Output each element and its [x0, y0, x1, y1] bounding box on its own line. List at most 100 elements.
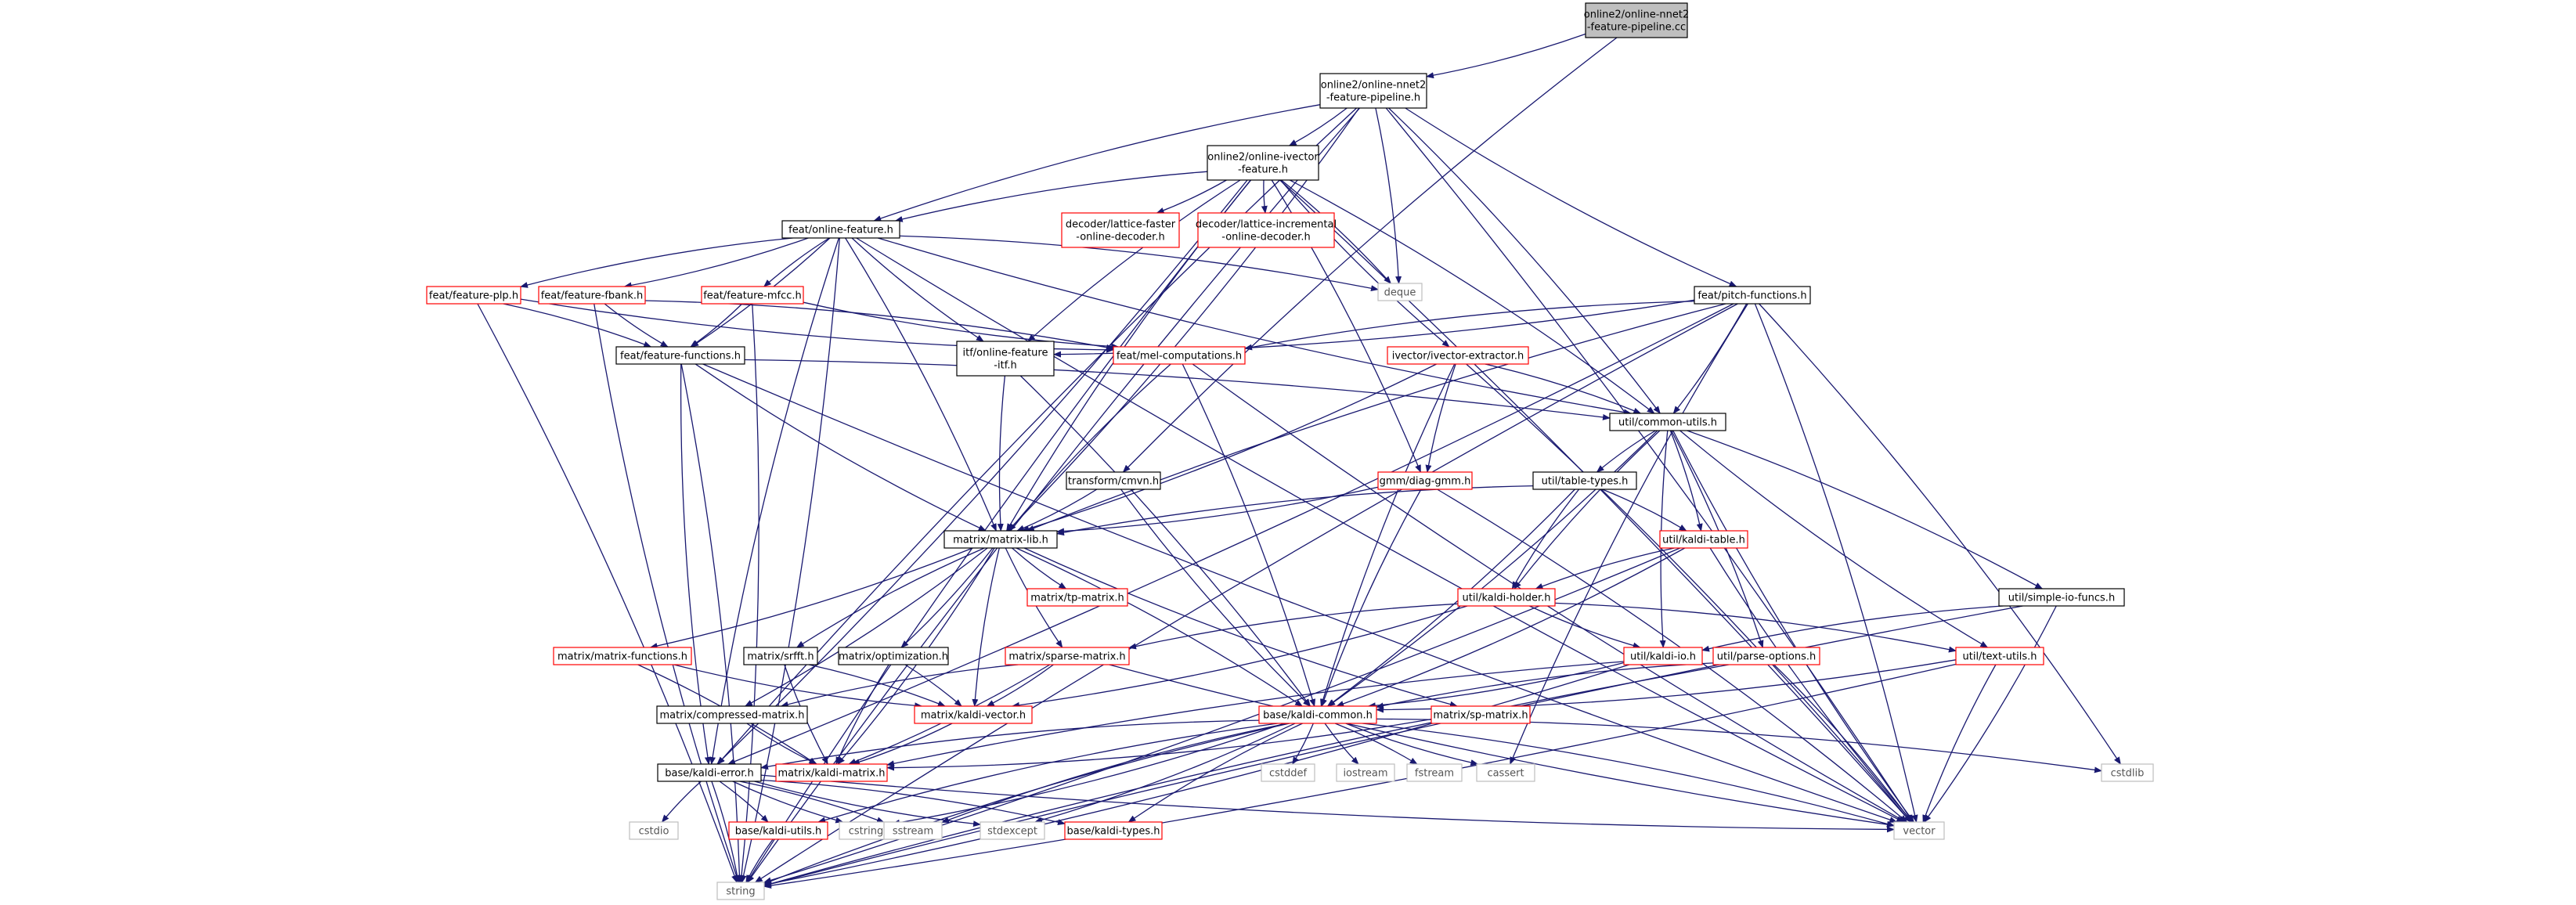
node-label: online2/online-ivector [1207, 152, 1319, 164]
graph-node-sstream[interactable]: sstream [883, 821, 943, 840]
graph-node-parse-options[interactable]: util/parse-options.h [1712, 647, 1820, 665]
include-edge [1122, 37, 1618, 473]
include-edge [1759, 303, 2121, 765]
node-label: feat/online-feature.h [788, 225, 893, 236]
include-edge [746, 723, 818, 765]
node-box [1623, 647, 1703, 665]
graph-node-fstream[interactable]: fstream [1406, 763, 1463, 782]
graph-node-plp[interactable]: feat/feature-plp.h [426, 286, 521, 305]
graph-node-stdexcept[interactable]: stdexcept [980, 821, 1045, 840]
node-label: string [726, 886, 755, 898]
node-label: matrix/srfft.h [747, 651, 814, 663]
include-edge [1466, 363, 1911, 823]
graph-node-diag-gmm[interactable]: gmm/diag-gmm.h [1377, 471, 1473, 490]
graph-node-cstdio[interactable]: cstdio [629, 821, 679, 840]
graph-node-kaldi-types[interactable]: base/kaldi-types.h [1064, 821, 1163, 840]
include-edge [873, 104, 1321, 222]
graph-node-sp-matrix[interactable]: matrix/sp-matrix.h [1431, 705, 1531, 724]
node-box [1377, 471, 1473, 490]
graph-node-kaldi-io[interactable]: util/kaldi-io.h [1623, 647, 1703, 665]
graph-node-kaldi-holder[interactable]: util/kaldi-holder.h [1457, 588, 1556, 607]
node-box [656, 705, 808, 724]
include-edge [1292, 723, 1314, 765]
graph-node-kaldi-matrix[interactable]: matrix/kaldi-matrix.h [775, 763, 888, 782]
node-box [1113, 346, 1246, 365]
node-label: matrix/tp-matrix.h [1030, 593, 1124, 604]
graph-node-cmvn[interactable]: transform/cmvn.h [1066, 471, 1161, 490]
graph-node-optimization[interactable]: matrix/optimization.h [838, 647, 949, 665]
include-edge [702, 363, 1898, 823]
graph-node-mel[interactable]: feat/mel-computations.h [1113, 346, 1246, 365]
graph-node-kaldi-error[interactable]: base/kaldi-error.h [657, 763, 762, 782]
node-box [716, 882, 765, 900]
node-box [914, 705, 1033, 724]
graph-node-online-feature[interactable]: feat/online-feature.h [781, 220, 900, 239]
graph-node-string[interactable]: string [716, 882, 765, 900]
include-edge [817, 723, 1278, 824]
node-box [1712, 647, 1820, 665]
node-label: feat/feature-mfcc.h [703, 290, 802, 302]
graph-node-kaldi-common[interactable]: base/kaldi-common.h [1258, 705, 1377, 724]
include-edge [1016, 547, 1303, 707]
include-edge [1405, 107, 1737, 287]
graph-node-cstdlib[interactable]: cstdlib [2101, 763, 2154, 782]
node-box [629, 821, 679, 840]
include-edge [1510, 303, 1748, 765]
graph-node-common-utils[interactable]: util/common-utils.h [1609, 413, 1726, 431]
graph-node-cassert[interactable]: cassert [1476, 763, 1535, 782]
graph-node-vector[interactable]: vector [1893, 821, 1945, 840]
graph-node-pipeline-h[interactable]: online2/online-nnet2-feature-pipeline.h [1319, 73, 1427, 109]
node-box [1336, 763, 1395, 782]
node-box [1197, 212, 1335, 248]
include-edge [1008, 363, 1171, 532]
graph-node-matrix-lib[interactable]: matrix/matrix-lib.h [943, 530, 1058, 549]
include-edge [661, 781, 702, 823]
node-box [1955, 647, 2044, 665]
node-label: base/kaldi-utils.h [735, 826, 822, 838]
include-edge [1336, 547, 1686, 707]
graph-node-srfft[interactable]: matrix/srfft.h [743, 647, 818, 665]
graph-node-table-types[interactable]: util/table-types.h [1532, 471, 1637, 490]
node-box [1207, 145, 1319, 181]
include-edge [1156, 179, 1227, 214]
node-box [728, 821, 828, 840]
node-box [2101, 763, 2154, 782]
graph-node-pitch[interactable]: feat/pitch-functions.h [1694, 286, 1811, 305]
graph-node-matrix-functions[interactable]: matrix/matrix-functions.h [553, 647, 692, 665]
graph-node-cstddef[interactable]: cstddef [1261, 763, 1315, 782]
graph-node-lattice-faster[interactable]: decoder/lattice-faster-online-decoder.h [1061, 212, 1180, 248]
graph-node-iostream[interactable]: iostream [1336, 763, 1395, 782]
node-label: sstream [893, 826, 933, 838]
graph-node-itf[interactable]: itf/online-feature-itf.h [956, 341, 1055, 377]
graph-node-mfcc[interactable]: feat/feature-mfcc.h [701, 286, 804, 305]
graph-node-fbank[interactable]: feat/feature-fbank.h [538, 286, 646, 305]
graph-node-cstring[interactable]: cstring [839, 821, 893, 840]
node-label: util/common-utils.h [1618, 417, 1717, 429]
graph-node-kaldi-table[interactable]: util/kaldi-table.h [1659, 530, 1748, 549]
include-edge [763, 664, 1630, 887]
include-edge [1321, 489, 1422, 707]
graph-node-root[interactable]: online2/online-nnet2-feature-pipeline.cc [1584, 2, 1690, 38]
graph-node-lattice-incr[interactable]: decoder/lattice-incremental-online-decod… [1196, 212, 1337, 248]
graph-node-ivector-feature[interactable]: online2/online-ivector-feature.h [1207, 145, 1319, 181]
node-label: matrix/sp-matrix.h [1433, 710, 1528, 722]
graph-node-kaldi-vector[interactable]: matrix/kaldi-vector.h [914, 705, 1033, 724]
node-box [943, 530, 1058, 549]
node-label: -itf.h [994, 360, 1016, 372]
graph-node-sparse-matrix[interactable]: matrix/sparse-matrix.h [1005, 647, 1130, 665]
graph-node-compressed-matrix[interactable]: matrix/compressed-matrix.h [656, 705, 808, 724]
node-box [1893, 821, 1945, 840]
graph-node-simple-io[interactable]: util/simple-io-funcs.h [1998, 588, 2125, 607]
graph-node-ivector-extractor[interactable]: ivector/ivector-extractor.h [1387, 346, 1529, 365]
node-label: ivector/ivector-extractor.h [1392, 351, 1524, 362]
graph-node-deque[interactable]: deque [1377, 283, 1423, 301]
graph-node-text-utils[interactable]: util/text-utils.h [1955, 647, 2044, 665]
graph-node-feat-functions[interactable]: feat/feature-functions.h [615, 346, 745, 365]
graph-node-kaldi-utils[interactable]: base/kaldi-utils.h [728, 821, 828, 840]
include-edge [695, 363, 987, 532]
node-box [883, 821, 943, 840]
include-edge [1027, 179, 1241, 342]
include-edge [727, 303, 1734, 765]
node-box [1694, 286, 1811, 305]
graph-node-tp-matrix[interactable]: matrix/tp-matrix.h [1026, 588, 1128, 607]
